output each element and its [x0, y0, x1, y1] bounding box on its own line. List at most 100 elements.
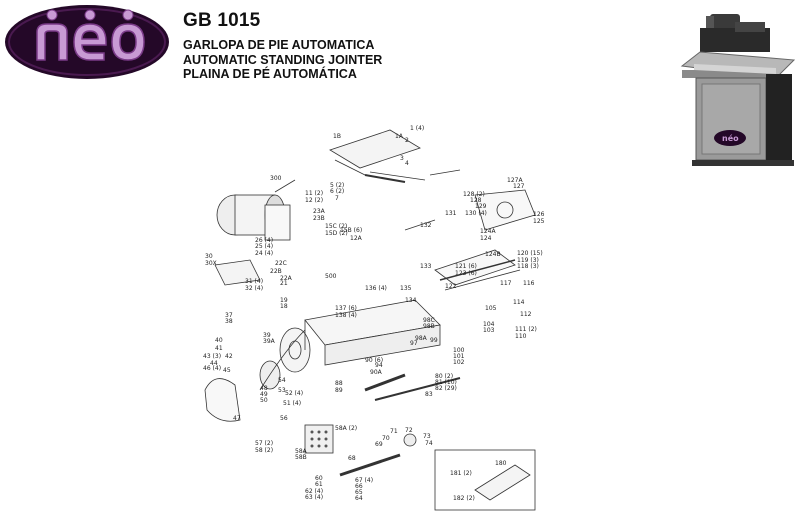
- svg-text:135: 135: [400, 285, 412, 292]
- svg-text:132: 132: [420, 222, 432, 229]
- svg-text:67 (4): 67 (4): [355, 477, 373, 484]
- svg-text:130 (4): 130 (4): [465, 210, 487, 217]
- svg-text:41: 41: [215, 345, 223, 352]
- svg-text:136 (4): 136 (4): [365, 285, 387, 292]
- svg-text:123 (6): 123 (6): [455, 270, 477, 277]
- svg-text:180: 180: [495, 460, 507, 467]
- title-portuguese: PLAINA DE PÉ AUTOMÁTICA: [183, 67, 357, 81]
- header: GB 1015 GARLOPA DE PIE AUTOMATICA AUTOMA…: [183, 10, 382, 82]
- svg-text:58B: 58B: [295, 454, 307, 461]
- svg-text:103: 103: [483, 327, 495, 334]
- svg-text:51 (4): 51 (4): [283, 400, 301, 407]
- svg-text:65: 65: [355, 489, 363, 496]
- svg-text:26 (4): 26 (4): [255, 237, 273, 244]
- svg-text:22C: 22C: [275, 260, 287, 267]
- svg-text:138 (4): 138 (4): [335, 312, 357, 319]
- svg-text:44: 44: [210, 360, 218, 367]
- svg-text:128 (2): 128 (2): [463, 191, 485, 198]
- svg-text:90A: 90A: [370, 369, 383, 376]
- svg-text:3: 3: [400, 155, 404, 162]
- svg-text:68: 68: [348, 455, 356, 462]
- svg-text:2: 2: [405, 137, 409, 144]
- svg-text:néo: néo: [722, 133, 739, 143]
- svg-text:73: 73: [423, 433, 431, 440]
- svg-text:58 (2): 58 (2): [255, 447, 273, 454]
- svg-text:81 (10): 81 (10): [435, 379, 457, 386]
- svg-text:119 (3): 119 (3): [517, 257, 539, 264]
- svg-text:15B (6): 15B (6): [340, 227, 362, 234]
- svg-text:30X: 30X: [205, 260, 217, 267]
- svg-text:118 (3): 118 (3): [517, 263, 539, 270]
- svg-text:12 (2): 12 (2): [305, 197, 323, 204]
- svg-text:101: 101: [453, 353, 465, 360]
- svg-text:104: 104: [483, 321, 495, 328]
- svg-text:57 (2): 57 (2): [255, 440, 273, 447]
- svg-text:38: 38: [225, 318, 233, 325]
- svg-text:82 (29): 82 (29): [435, 385, 457, 392]
- svg-text:23A: 23A: [313, 208, 326, 215]
- svg-text:63 (4): 63 (4): [305, 494, 323, 501]
- svg-text:11 (2): 11 (2): [305, 190, 323, 197]
- svg-text:66: 66: [355, 483, 363, 490]
- svg-text:125: 125: [533, 218, 545, 225]
- svg-text:4: 4: [405, 160, 409, 167]
- svg-text:116: 116: [523, 280, 535, 287]
- svg-text:52 (4): 52 (4): [285, 390, 303, 397]
- svg-text:131: 131: [445, 210, 457, 217]
- svg-text:124B: 124B: [485, 251, 501, 258]
- svg-text:21: 21: [280, 280, 288, 287]
- title-spanish: GARLOPA DE PIE AUTOMATICA: [183, 38, 375, 52]
- svg-text:110: 110: [515, 333, 527, 340]
- svg-text:54: 54: [278, 377, 286, 384]
- svg-text:25 (4): 25 (4): [255, 243, 273, 250]
- svg-text:22B: 22B: [270, 268, 282, 275]
- svg-text:105: 105: [485, 305, 497, 312]
- svg-text:37: 37: [225, 312, 233, 319]
- svg-text:19: 19: [280, 297, 288, 304]
- svg-text:50: 50: [260, 397, 268, 404]
- svg-text:39A: 39A: [263, 338, 276, 345]
- title-english: AUTOMATIC STANDING JOINTER: [183, 52, 383, 67]
- svg-text:71: 71: [390, 428, 398, 435]
- machine-photo: néo: [680, 8, 796, 168]
- svg-text:80 (2): 80 (2): [435, 373, 453, 380]
- svg-text:124: 124: [480, 235, 492, 242]
- svg-text:7: 7: [335, 195, 339, 202]
- svg-text:53: 53: [278, 387, 286, 394]
- svg-text:64: 64: [355, 495, 363, 502]
- svg-text:100: 100: [453, 347, 465, 354]
- svg-text:83: 83: [425, 391, 433, 398]
- svg-text:31 (4): 31 (4): [245, 278, 263, 285]
- svg-text:97: 97: [410, 340, 418, 347]
- svg-text:128: 128: [470, 197, 482, 204]
- svg-text:74: 74: [425, 440, 433, 447]
- svg-text:61: 61: [315, 481, 323, 488]
- svg-text:181 (2): 181 (2): [450, 470, 472, 477]
- svg-text:122: 122: [445, 283, 457, 290]
- svg-text:24 (4): 24 (4): [255, 250, 273, 257]
- model-number: GB 1015: [183, 10, 261, 31]
- svg-text:58A (2): 58A (2): [335, 425, 357, 432]
- svg-text:39: 39: [263, 332, 271, 339]
- svg-text:133: 133: [420, 263, 432, 270]
- neo-logo-graphic: [5, 5, 169, 79]
- svg-text:182 (2): 182 (2): [453, 495, 475, 502]
- svg-text:43 (3): 43 (3): [203, 353, 221, 360]
- svg-text:42: 42: [225, 353, 233, 360]
- svg-text:127A: 127A: [507, 177, 523, 184]
- svg-text:1A: 1A: [395, 133, 404, 140]
- svg-text:32 (4): 32 (4): [245, 285, 263, 292]
- svg-text:46 (4): 46 (4): [203, 365, 221, 372]
- jointer-machine-image: néo: [680, 14, 796, 166]
- svg-text:22A: 22A: [280, 275, 293, 282]
- svg-text:45: 45: [223, 367, 231, 374]
- svg-text:127: 127: [513, 183, 525, 190]
- svg-text:98B: 98B: [423, 323, 435, 330]
- svg-text:500: 500: [325, 273, 337, 280]
- svg-text:56: 56: [280, 415, 288, 422]
- svg-text:90 (6): 90 (6): [365, 357, 383, 364]
- svg-text:134: 134: [405, 297, 417, 304]
- svg-text:60: 60: [315, 475, 323, 482]
- svg-text:40: 40: [215, 337, 223, 344]
- svg-text:18: 18: [280, 303, 288, 310]
